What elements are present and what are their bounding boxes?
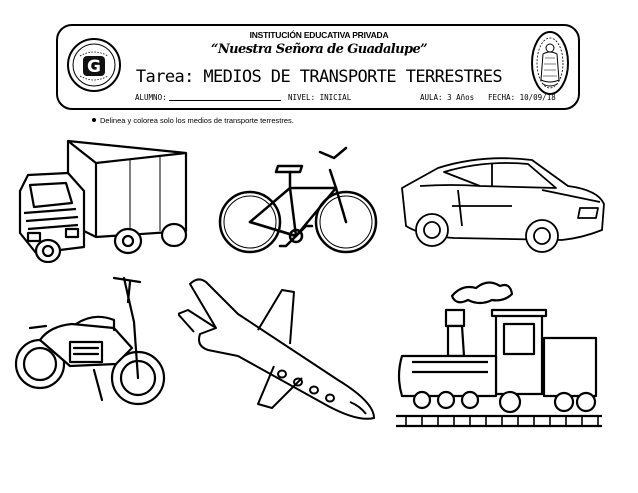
motorcycle-icon[interactable] — [10, 268, 180, 418]
train-icon[interactable] — [392, 276, 602, 438]
school-crest-icon: G — [66, 34, 122, 96]
school-motto: “Nuestra Señora de Guadalupe” — [211, 42, 428, 57]
classroom-info: AULA: 3 Años — [420, 93, 475, 102]
logo-letter: G — [87, 57, 101, 77]
page-title: Tarea: MEDIOS DE TRANSPORTE TERRESTRES — [135, 67, 503, 87]
date-info: FECHA: 10/09/18 — [488, 93, 556, 102]
virgin-guadalupe-icon — [530, 30, 570, 96]
student-label: ALUMNO: — [135, 93, 167, 102]
truck-icon[interactable] — [10, 133, 206, 263]
instruction-text: Delinea y colorea solo los medios de tra… — [100, 116, 294, 125]
car-icon[interactable] — [392, 146, 612, 256]
bullet-icon — [92, 118, 96, 122]
bicycle-icon[interactable] — [216, 136, 386, 266]
school-name: INSTITUCIÓN EDUCATIVA PRIVADA — [249, 30, 389, 40]
airplane-icon[interactable] — [178, 270, 388, 430]
header-frame — [56, 24, 580, 110]
level-info: NIVEL: INICIAL — [288, 93, 352, 102]
student-name-line[interactable] — [168, 100, 281, 101]
student-field[interactable]: ALUMNO: — [135, 93, 281, 102]
